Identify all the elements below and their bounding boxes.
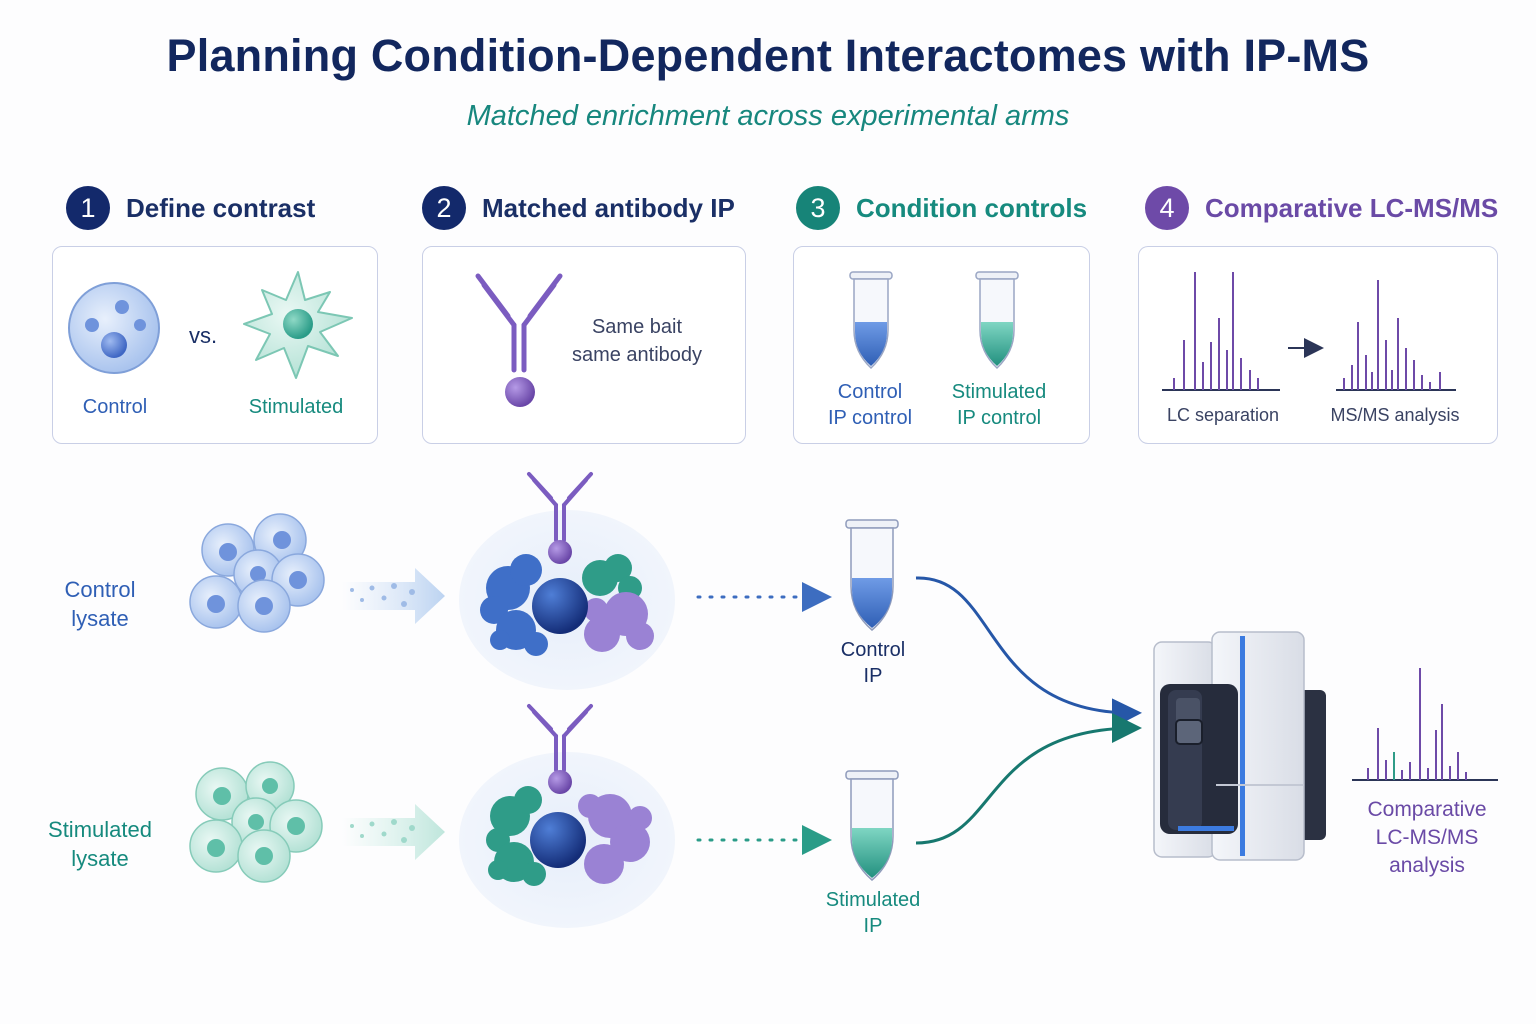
bead-icon xyxy=(505,377,535,407)
stimulated-ip-control-label-1: Stimulated xyxy=(951,381,1047,403)
step-3-label: Condition controls xyxy=(856,192,1088,223)
stimulated-ip-label-2: IP xyxy=(863,915,883,937)
control-cell-cluster-icon xyxy=(189,513,325,633)
control-ip-label-1: Control xyxy=(840,639,906,661)
stimulated-to-ms-arrow-icon xyxy=(915,713,1142,845)
vs-label: vs. xyxy=(188,323,218,348)
same-bait-label: Same bait xyxy=(591,316,683,338)
page-title: Planning Condition-Dependent Interactome… xyxy=(166,30,1370,81)
stimulated-flow-arrow-icon xyxy=(342,804,445,860)
antibody-icon xyxy=(475,273,563,373)
step-1-label: Define contrast xyxy=(126,192,316,223)
step-2-badge: 2 xyxy=(422,186,466,230)
panel-matched-antibody xyxy=(422,246,746,444)
step-2-header: 2 Matched antibody IP xyxy=(422,186,735,230)
step-1-header: 1 Define contrast xyxy=(66,186,315,230)
lc-separation-label: LC separation xyxy=(1166,405,1280,425)
step-3-header: 3 Condition controls xyxy=(796,186,1087,230)
step-4-badge: 4 xyxy=(1145,186,1189,230)
output-spectrum-icon xyxy=(1352,668,1498,781)
mass-spectrometer-icon xyxy=(1153,631,1326,861)
stimulated-ip-tube-icon xyxy=(845,770,899,881)
stimulated-ip-control-label-2: IP control xyxy=(956,407,1042,429)
lc-spectrum-icon xyxy=(1162,272,1280,391)
control-to-ms-arrow-icon xyxy=(915,576,1142,729)
control-lysate-label-1: Control xyxy=(64,577,136,602)
output-label-3: analysis xyxy=(1389,854,1465,877)
stimulated-lysate-label-2: lysate xyxy=(71,846,129,871)
stimulated-cell-label: Stimulated xyxy=(248,396,344,418)
stimulated-cell-cluster-icon xyxy=(189,761,323,883)
control-tube-icon xyxy=(849,271,893,370)
control-flow-arrow-icon xyxy=(342,568,445,624)
page-subtitle: Matched enrichment across experimental a… xyxy=(466,100,1070,132)
step-4-label: Comparative LC-MS/MS xyxy=(1205,192,1499,223)
control-ip-tube-icon xyxy=(845,519,899,631)
stimulated-lysate-label-1: Stimulated xyxy=(48,817,152,842)
control-ip-control-label-1: Control xyxy=(837,381,903,403)
step-2-label: Matched antibody IP xyxy=(482,192,735,223)
output-label-2: LC-MS/MS xyxy=(1375,826,1479,849)
msms-spectrum-icon xyxy=(1336,280,1456,391)
control-ip-complex-icon xyxy=(459,472,675,690)
panel-condition-controls xyxy=(793,246,1090,444)
control-cell-icon xyxy=(68,282,160,374)
stimulated-ip-label-1: Stimulated xyxy=(825,889,921,911)
step-1-badge: 1 xyxy=(66,186,110,230)
output-label-1: Comparative xyxy=(1367,798,1487,821)
step-3-badge: 3 xyxy=(796,186,840,230)
stimulated-ip-complex-icon xyxy=(459,704,675,928)
stimulated-tube-icon xyxy=(975,271,1019,370)
step-4-header: 4 Comparative LC-MS/MS xyxy=(1145,186,1498,230)
stimulated-cell-icon xyxy=(243,271,353,379)
control-cell-label: Control xyxy=(82,396,148,418)
msms-analysis-label: MS/MS analysis xyxy=(1330,405,1460,425)
control-lysate-label-2: lysate xyxy=(71,606,129,631)
control-ip-label-2: IP xyxy=(863,665,883,687)
control-ip-control-label-2: IP control xyxy=(827,407,913,429)
same-antibody-label: same antibody xyxy=(571,344,703,366)
